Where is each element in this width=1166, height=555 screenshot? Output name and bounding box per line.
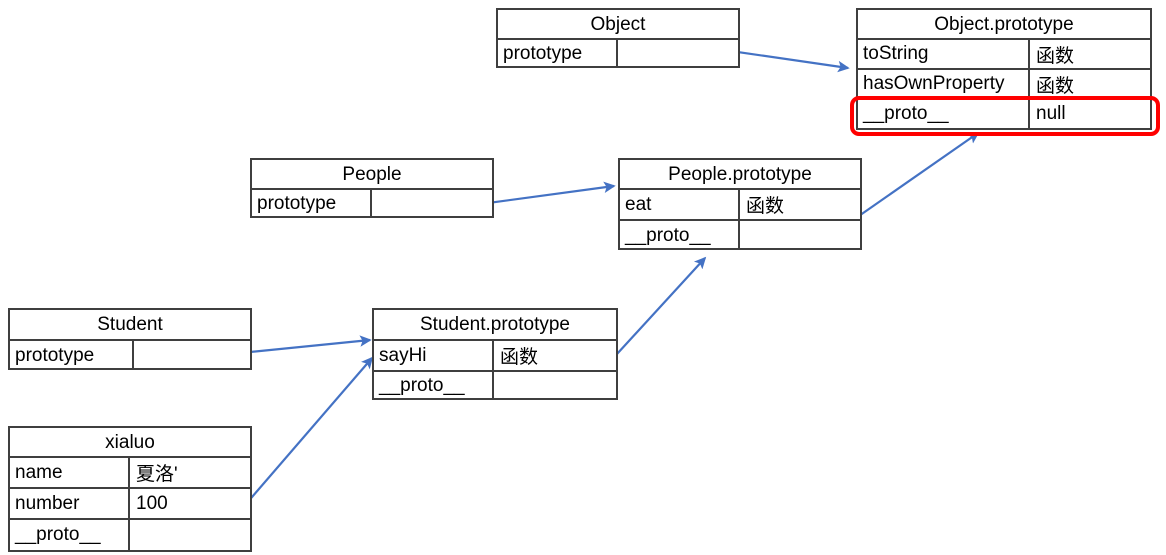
cell-value: 函数 bbox=[1028, 70, 1150, 98]
box-student-prototype-title: Student.prototype bbox=[374, 310, 616, 341]
cell-key: hasOwnProperty bbox=[863, 73, 1005, 94]
box-student-prototype[interactable]: Student.prototype sayHi 函数 __proto__ bbox=[372, 308, 618, 400]
box-xialuo-title: xialuo bbox=[10, 428, 250, 458]
cell-key: number bbox=[15, 492, 80, 514]
table-row[interactable]: name 夏洛' bbox=[10, 458, 250, 489]
cell-key: sayHi bbox=[379, 344, 427, 366]
cell-value bbox=[616, 40, 738, 68]
cell-value bbox=[492, 372, 616, 400]
table-row[interactable]: __proto__ bbox=[374, 372, 616, 400]
cell-value: 函数 bbox=[1028, 40, 1150, 68]
table-row[interactable]: eat 函数 bbox=[620, 190, 860, 221]
box-people[interactable]: People prototype bbox=[250, 158, 494, 218]
table-row[interactable]: hasOwnProperty 函数 bbox=[858, 70, 1150, 100]
table-row[interactable]: __proto__ bbox=[620, 221, 860, 250]
cell-value: 100 bbox=[128, 489, 250, 518]
box-object-prototype-title: Object.prototype bbox=[858, 10, 1150, 40]
cell-value bbox=[132, 341, 250, 370]
cell-key: eat bbox=[625, 193, 652, 215]
cell-key: prototype bbox=[257, 193, 337, 214]
cell-value bbox=[370, 190, 492, 218]
cell-value: 夏洛' bbox=[128, 458, 250, 487]
box-people-prototype[interactable]: People.prototype eat 函数 __proto__ bbox=[618, 158, 862, 250]
cell-key: prototype bbox=[503, 43, 583, 64]
cell-value bbox=[738, 221, 860, 250]
box-people-prototype-title: People.prototype bbox=[620, 160, 860, 190]
cell-key: prototype bbox=[15, 344, 95, 366]
table-row[interactable]: prototype bbox=[252, 190, 492, 218]
cell-key: name bbox=[15, 461, 63, 483]
cell-key: __proto__ bbox=[625, 224, 711, 246]
cell-key: toString bbox=[863, 43, 929, 64]
cell-value: 函数 bbox=[738, 190, 860, 219]
cell-value: null bbox=[1028, 100, 1150, 128]
table-row[interactable]: sayHi 函数 bbox=[374, 341, 616, 372]
cell-key: __proto__ bbox=[379, 375, 465, 396]
cell-value bbox=[128, 520, 250, 550]
table-row[interactable]: prototype bbox=[498, 40, 738, 68]
table-row[interactable]: __proto__ bbox=[10, 520, 250, 550]
box-student[interactable]: Student prototype bbox=[8, 308, 252, 370]
box-object-title: Object bbox=[498, 10, 738, 40]
box-object-prototype[interactable]: Object.prototype toString 函数 hasOwnPrope… bbox=[856, 8, 1152, 130]
box-people-title: People bbox=[252, 160, 492, 190]
table-row[interactable]: number 100 bbox=[10, 489, 250, 520]
box-student-title: Student bbox=[10, 310, 250, 341]
table-row-proto-null[interactable]: __proto__ null bbox=[858, 100, 1150, 128]
box-xialuo[interactable]: xialuo name 夏洛' number 100 __proto__ bbox=[8, 426, 252, 552]
table-row[interactable]: prototype bbox=[10, 341, 250, 370]
cell-key: __proto__ bbox=[15, 524, 101, 545]
box-object[interactable]: Object prototype bbox=[496, 8, 740, 68]
cell-key: __proto__ bbox=[863, 103, 949, 124]
cell-value: 函数 bbox=[492, 341, 616, 370]
table-row[interactable]: toString 函数 bbox=[858, 40, 1150, 70]
